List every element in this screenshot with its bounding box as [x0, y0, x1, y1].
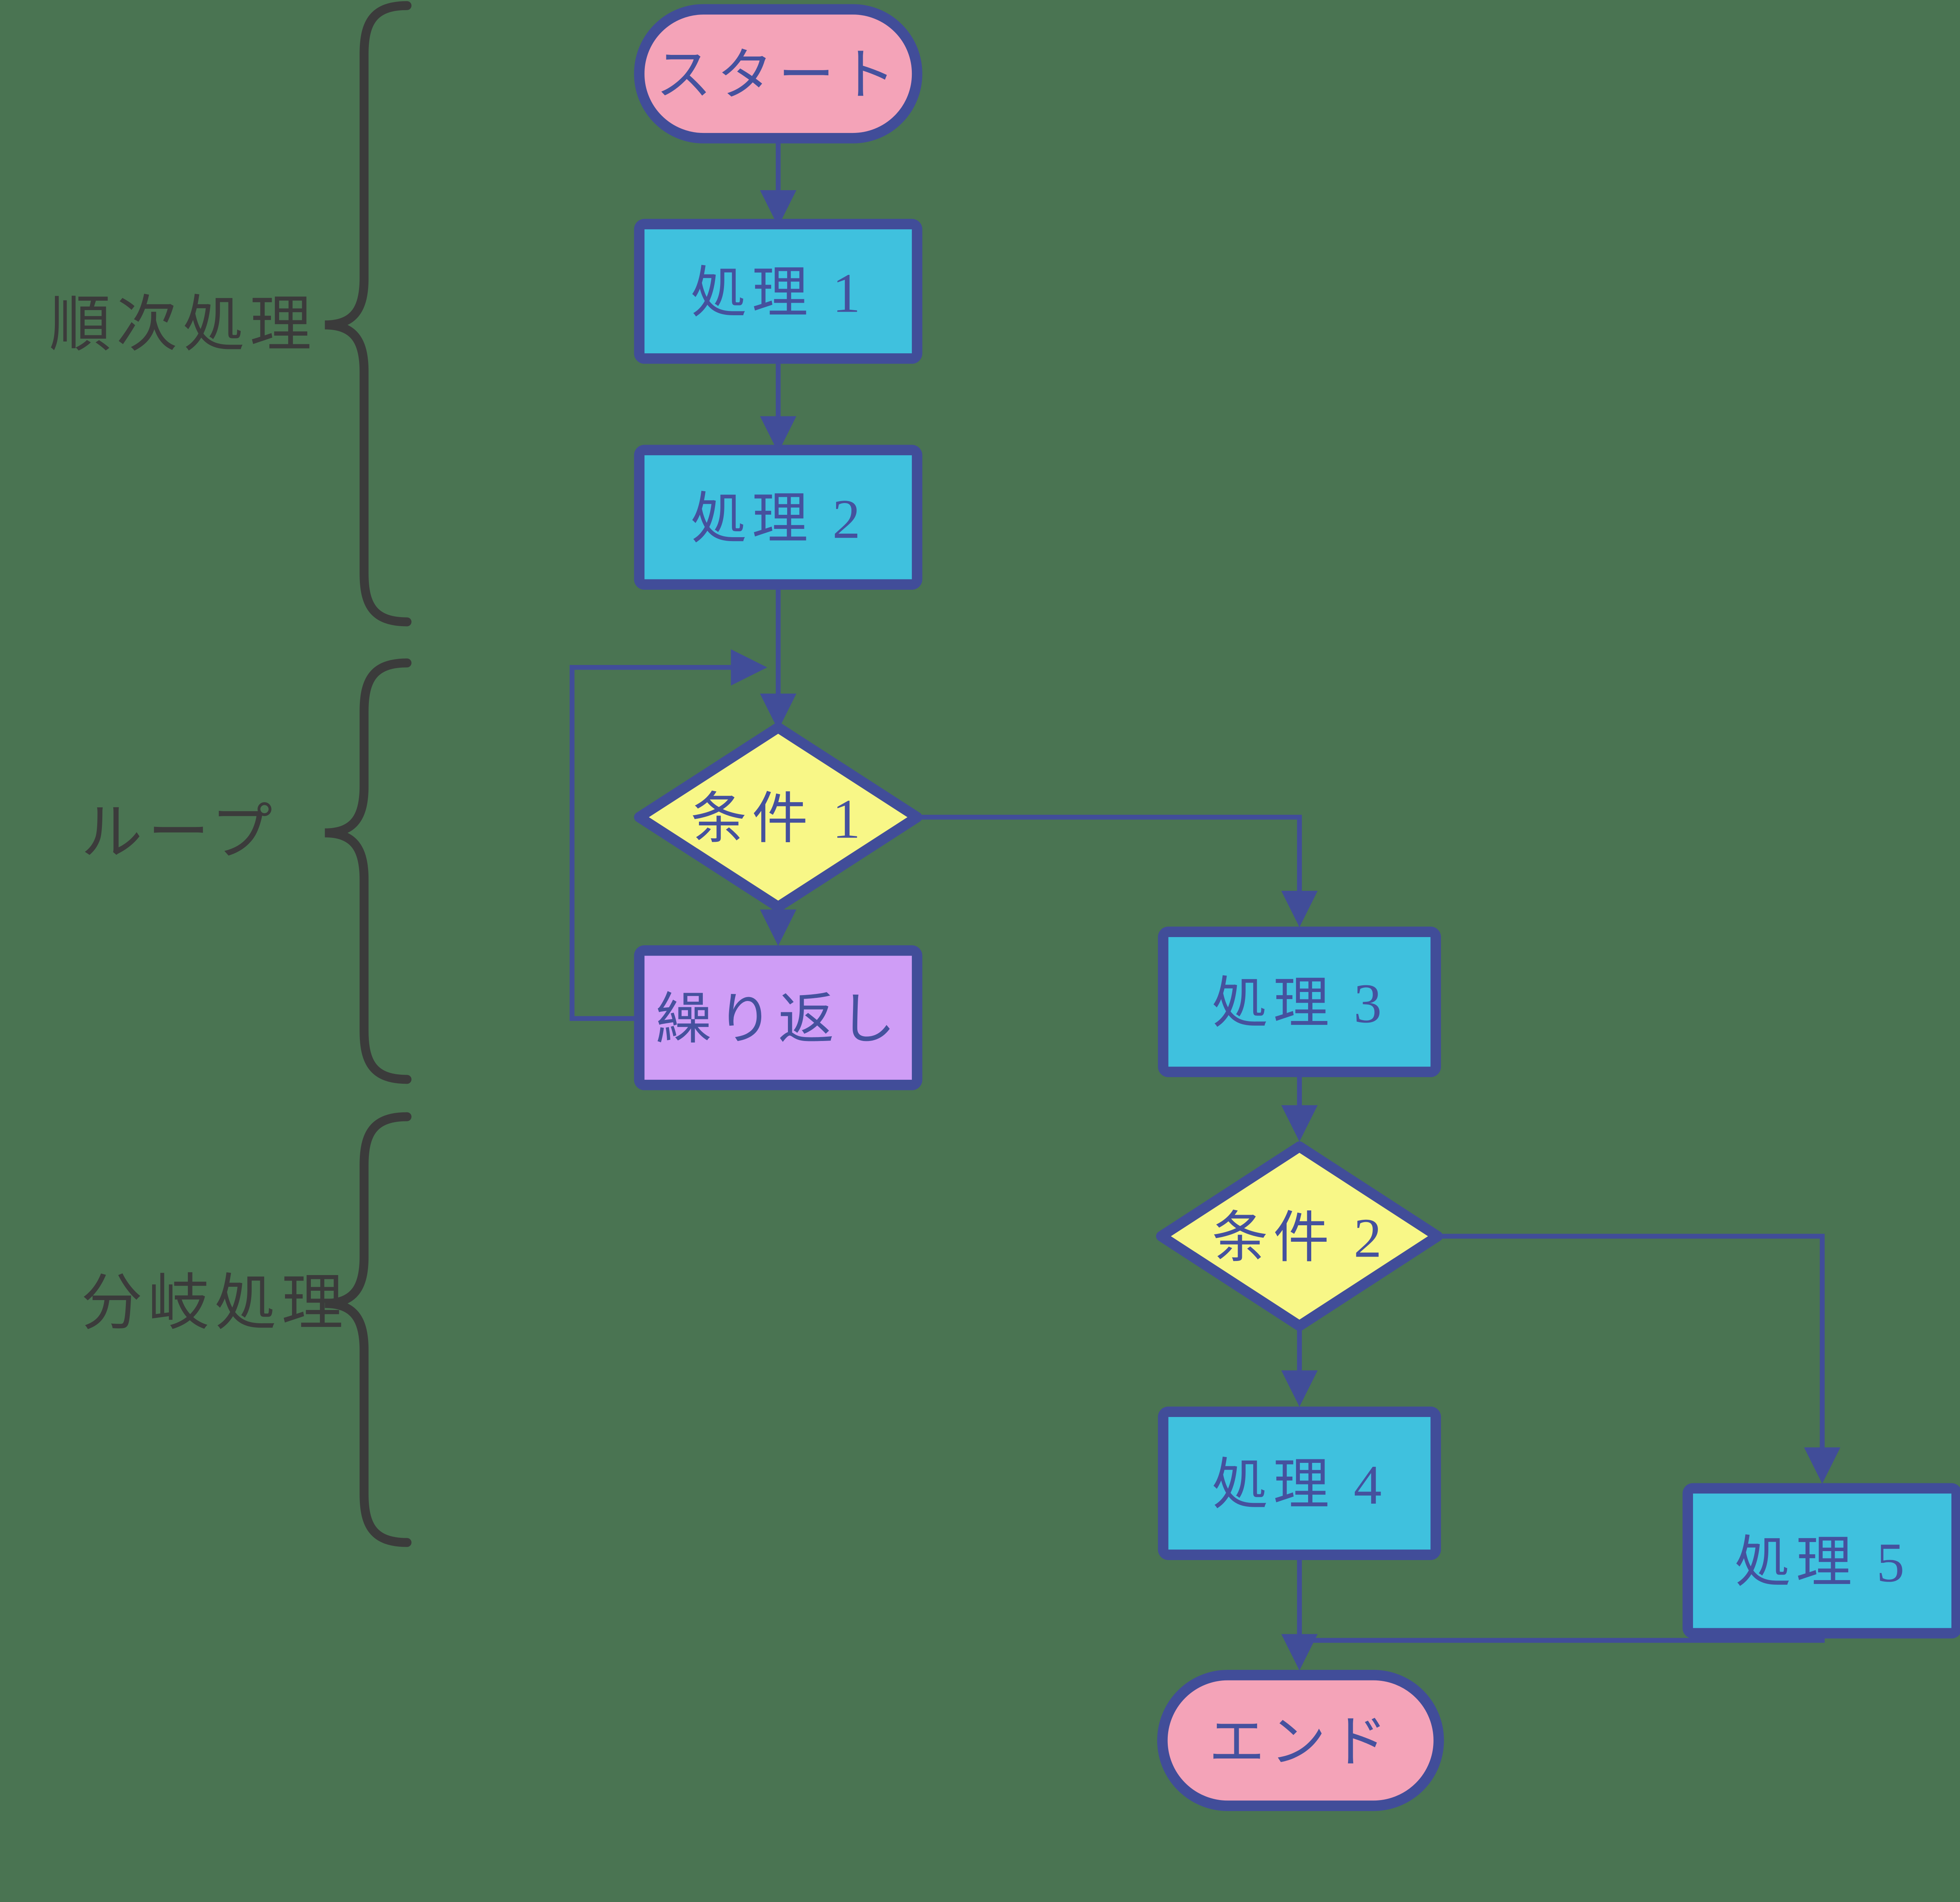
flowchart-svg: 順次処理 ループ 分岐処理 スタート 処理 1 処理 2	[49, 1, 1960, 1811]
process-1-node-label: 処理 1	[691, 262, 866, 324]
start-node-label: スタート	[656, 44, 901, 106]
process-5-node: 処理 5	[1682, 1483, 1960, 1639]
process-5-node-label: 処理 5	[1735, 1531, 1909, 1593]
condition-1-node-label: 条件 1	[691, 788, 866, 850]
start-node: スタート	[634, 4, 922, 144]
section-brackets: 順次処理 ループ 分岐処理	[49, 1, 412, 1547]
loop-brace	[325, 658, 412, 1084]
sequential-brace	[325, 1, 412, 627]
process-3-node: 処理 3	[1158, 926, 1441, 1077]
process-4-node: 処理 4	[1158, 1406, 1441, 1560]
edge-condition2-process5	[1438, 1233, 1840, 1484]
end-node: エンド	[1157, 1669, 1444, 1811]
edge-repeat-feedback	[570, 649, 768, 1021]
edge-condition1-process3	[918, 815, 1318, 927]
nodes: スタート 処理 1 処理 2 条件 1 繰り返し 処理 3 条件 2	[634, 4, 1960, 1811]
repeat-node: 繰り返し	[634, 945, 922, 1090]
condition-2-node-label: 条件 2	[1212, 1207, 1387, 1269]
branch-section-label: 分岐処理	[81, 1269, 348, 1337]
flowchart-canvas: 順次処理 ループ 分岐処理 スタート 処理 1 処理 2	[49, 1, 1960, 1811]
loop-section-label: ループ	[81, 799, 278, 867]
process-4-node-label: 処理 4	[1212, 1454, 1387, 1516]
repeat-node-label: 繰り返し	[656, 988, 901, 1050]
sequential-section-label: 順次処理	[49, 291, 317, 359]
condition-2-node: 条件 2	[1156, 1141, 1443, 1331]
branch-brace	[325, 1112, 412, 1547]
condition-1-node: 条件 1	[634, 722, 922, 912]
end-node-label: エンド	[1209, 1711, 1392, 1773]
process-2-node: 処理 2	[634, 445, 922, 590]
process-3-node-label: 処理 3	[1212, 972, 1387, 1034]
process-1-node: 処理 1	[634, 219, 922, 364]
process-2-node-label: 処理 2	[691, 488, 866, 550]
